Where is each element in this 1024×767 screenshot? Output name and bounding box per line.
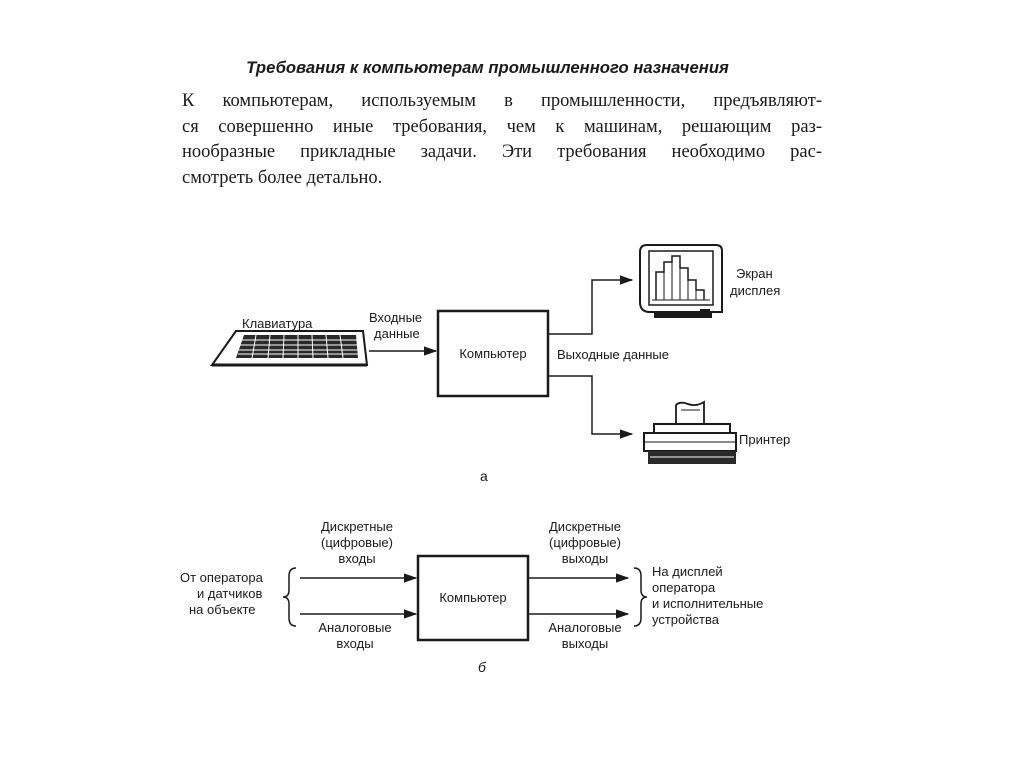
digital-out-line1: Дискретные: [549, 519, 621, 534]
paragraph-line-2: ся совершенно иные требования, чем к маш…: [182, 116, 822, 137]
display-arrow: [548, 275, 634, 335]
digital-out-line3: выходы: [562, 551, 608, 566]
monitor-icon: [639, 244, 723, 318]
source-brace: [282, 567, 297, 627]
target-line2: оператора: [652, 580, 716, 595]
section-heading: Требования к компьютерам промышленного н…: [246, 58, 729, 77]
computer-box-b: [416, 554, 530, 642]
target-line4: устройства: [652, 612, 720, 627]
source-line1: От оператора: [180, 570, 264, 585]
diagram-a: Клавиатура Входные данные Компьютер Выхо…: [210, 244, 790, 484]
printer-label: Принтер: [739, 432, 790, 447]
analog-out-line2: выходы: [562, 636, 608, 651]
display-label-line1: Экран: [736, 266, 773, 281]
keyboard-label: Клавиатура: [242, 316, 313, 331]
target-line3: и исполнительные: [652, 596, 763, 611]
input-label-line1: Входные: [369, 310, 422, 325]
diagram-b: От оператора и датчиков на объекте Дискр…: [180, 519, 763, 675]
target-brace: [633, 567, 648, 627]
digital-out-line2: (цифровые): [549, 535, 621, 550]
analog-in-line2: входы: [336, 636, 373, 651]
computer-label-a: Компьютер: [459, 346, 526, 361]
printer-arrow: [548, 375, 634, 439]
caption-b: б: [478, 659, 487, 675]
caption-a: а: [480, 468, 488, 484]
display-label-line2: дисплея: [730, 283, 780, 298]
body-paragraph: К компьютерам, используемым в промышленн…: [182, 89, 822, 191]
keyboard-icon: [210, 330, 369, 367]
output-label: Выходные данные: [557, 347, 669, 362]
computer-label-b: Компьютер: [439, 590, 506, 605]
target-line1: На дисплей: [652, 564, 723, 579]
analog-out-line1: Аналоговые: [548, 620, 621, 635]
digital-in-line1: Дискретные: [321, 519, 393, 534]
digital-in-line3: входы: [338, 551, 375, 566]
digital-in-line2: (цифровые): [321, 535, 393, 550]
source-line3: на объекте: [189, 602, 256, 617]
input-label-line2: данные: [374, 326, 420, 341]
printer-icon: [643, 400, 737, 464]
paragraph-line-3: нообразные прикладные задачи. Эти требов…: [182, 142, 822, 162]
paragraph-line-1: К компьютерам, используемым в промышленн…: [182, 91, 822, 111]
computer-box: [436, 309, 550, 398]
analog-in-line1: Аналоговые: [318, 620, 391, 635]
paragraph-line-4: смотреть более детально.: [182, 167, 383, 188]
source-line2: и датчиков: [197, 586, 262, 601]
